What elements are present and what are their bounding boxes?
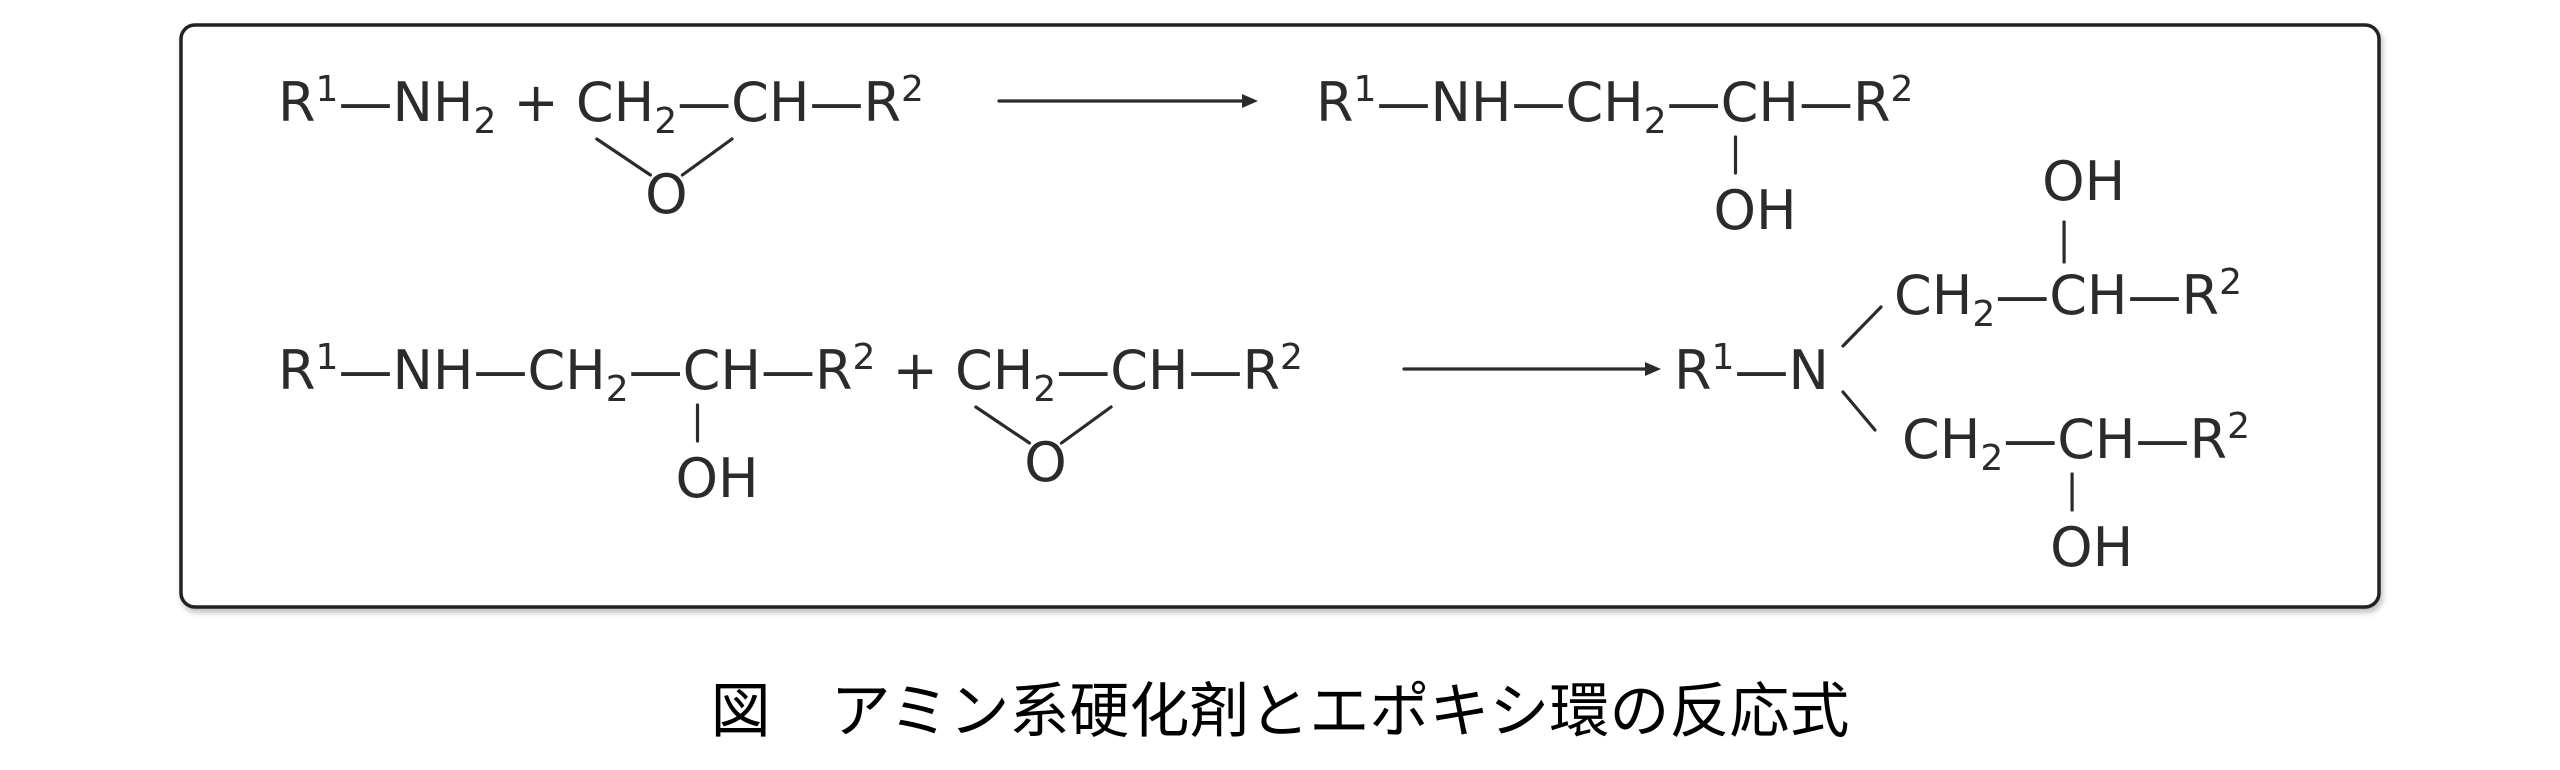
superscript: 1: [316, 69, 339, 110]
bond: —: [677, 71, 731, 134]
figure-frame: [179, 23, 2381, 609]
figure-caption: 図 アミン系硬化剤とエポキシ環の反応式: [711, 677, 1850, 747]
bond: —: [2003, 408, 2057, 471]
subscript: 2: [606, 369, 629, 410]
hydroxyl-group: OH: [676, 447, 759, 510]
hydroxyl-group: OH: [2042, 150, 2125, 213]
bond: —: [1734, 339, 1788, 402]
atom-group: R: [278, 339, 316, 402]
atom-group: R: [1853, 71, 1891, 134]
atom-group: R: [815, 339, 853, 402]
atom-group: CH: [1721, 71, 1799, 134]
bond: —: [1799, 71, 1853, 134]
bond-n-lower: [1841, 390, 1877, 432]
superscript: 2: [1280, 337, 1303, 378]
superscript: 2: [1891, 69, 1914, 110]
bond: —: [1511, 71, 1565, 134]
subscript: 2: [1972, 294, 1995, 335]
hydroxyl-group: OH: [2050, 516, 2133, 579]
bond: —: [473, 339, 527, 402]
bond: —: [809, 71, 863, 134]
reaction2-reactants: R1—NH—CH2—CH—R2 + CH2—CH—R2: [278, 337, 1303, 410]
epoxide-bond-left: [595, 137, 652, 177]
reaction2-upper-branch: CH2—CH—R2: [1894, 262, 2242, 335]
plus-sign: +: [496, 71, 576, 134]
atom-group: R: [1243, 339, 1281, 402]
atom-group: R: [1316, 71, 1354, 134]
atom-group: R: [278, 71, 316, 134]
atom-group: CH: [576, 71, 654, 134]
bond-annotations: O OH OH O OH OH: [595, 135, 2133, 579]
bond: —: [1376, 71, 1430, 134]
atom-group: CH: [527, 339, 605, 402]
superscript: 1: [1354, 69, 1377, 110]
bond: —: [1667, 71, 1721, 134]
hydroxyl-group: OH: [1714, 179, 1797, 242]
superscript: 2: [2219, 262, 2242, 303]
atom-group: CH: [955, 339, 1033, 402]
reaction1-product: R1—NH—CH2—CH—R2: [1316, 69, 1913, 142]
reaction2-arrow: [1402, 362, 1661, 376]
bond: —: [338, 71, 392, 134]
reaction1-reactants: R1—NH2 + CH2—CH—R2: [278, 69, 924, 142]
reaction1-arrow: [997, 94, 1258, 108]
atom-group: R: [1674, 339, 1712, 402]
bond-n-upper: [1841, 305, 1883, 348]
epoxide-bond-left: [974, 405, 1032, 445]
subscript: 2: [1980, 438, 2003, 479]
subscript: 2: [1644, 101, 1667, 142]
epoxide-oxygen: O: [645, 163, 688, 226]
epoxide-bond-right: [680, 137, 734, 177]
reaction2-product-core: R1—N: [1674, 337, 1829, 402]
bond: —: [1995, 264, 2049, 327]
atom-group: CH: [1565, 71, 1643, 134]
superscript: 1: [316, 337, 339, 378]
superscript: 2: [853, 337, 876, 378]
atom-group: CH: [1894, 264, 1972, 327]
atom-group: CH: [2057, 408, 2135, 471]
atom-group: R: [2190, 408, 2228, 471]
superscript: 2: [2227, 406, 2250, 447]
bond: —: [1056, 339, 1110, 402]
epoxide-oxygen: O: [1024, 431, 1067, 494]
subscript: 2: [654, 101, 677, 142]
subscript: 2: [1033, 369, 1056, 410]
plus-sign: +: [875, 339, 955, 402]
bond: —: [1189, 339, 1243, 402]
atom-group: R: [863, 71, 901, 134]
atom-group: CH: [683, 339, 761, 402]
reaction2-lower-branch: CH2—CH—R2: [1902, 406, 2250, 479]
atom-group: CH: [731, 71, 809, 134]
bond: —: [2128, 264, 2182, 327]
atom-group: CH: [2049, 264, 2127, 327]
bond: —: [2136, 408, 2190, 471]
bond: —: [761, 339, 815, 402]
superscript: 1: [1712, 337, 1735, 378]
atom-group: NH: [392, 339, 473, 402]
atom-group: CH: [1902, 408, 1980, 471]
epoxide-bond-right: [1059, 405, 1113, 445]
superscript: 2: [901, 69, 924, 110]
atom-group: N: [1788, 339, 1828, 402]
atom-group: NH: [392, 71, 473, 134]
bond: —: [338, 339, 392, 402]
atom-group: R: [2182, 264, 2220, 327]
atom-group: NH: [1430, 71, 1511, 134]
subscript: 2: [473, 101, 496, 142]
atom-group: CH: [1110, 339, 1188, 402]
bond: —: [629, 339, 683, 402]
